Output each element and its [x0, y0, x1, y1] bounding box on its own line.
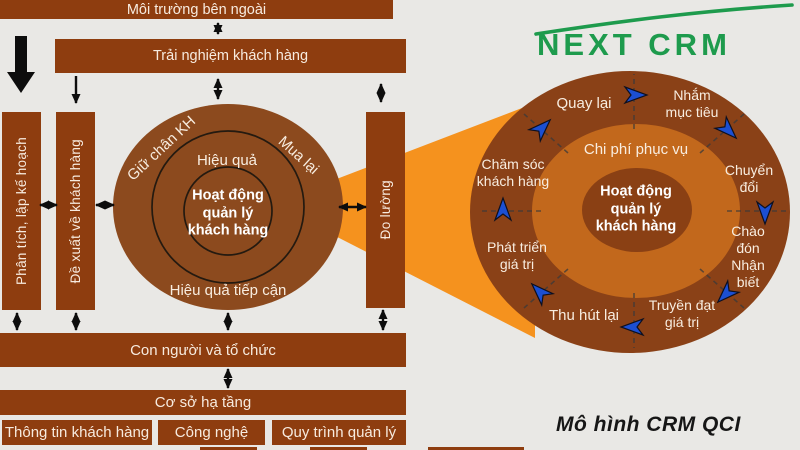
flow-dart-icon	[712, 114, 738, 140]
stage-thu-hut-lai: Thu hút lại	[548, 306, 620, 324]
stage-quay-lai: Quay lại	[556, 94, 612, 112]
logo-swoosh	[534, 3, 794, 36]
column-planning: Phân tích, lập kế hoạch	[2, 112, 41, 310]
cropped-strip	[200, 447, 257, 450]
box-customer-info: Thông tin khách hàng	[2, 420, 152, 445]
box-technology-label: Công nghệ	[174, 424, 249, 441]
right-wheel-cost-label: Chi phí phục vụ	[583, 140, 689, 158]
environment-bar-label: Môi trường bên ngoài	[126, 1, 267, 18]
flow-darts	[493, 85, 775, 337]
stage-chao-don: Chào đón Nhận biết	[731, 222, 765, 291]
environment-bar: Môi trường bên ngoài	[0, 0, 393, 19]
stage-phat-trien: Phát triển giá trị	[487, 238, 547, 272]
left-wheel-efficiency-label: Hiệu quả	[196, 151, 258, 169]
diagram-caption: Mô hình CRM QCI	[556, 413, 741, 436]
box-process-label: Quy trình quản lý	[281, 424, 397, 441]
thick-down-arrow	[7, 36, 35, 93]
column-proposition: Đề xuất về khách hàng	[56, 112, 95, 310]
stage-cham-soc: Chăm sóc khách hàng	[476, 155, 550, 189]
right-wheel-inner-circle	[582, 168, 692, 252]
left-wheel-ring-inner	[183, 166, 273, 256]
stage-chuyen-doi: Chuyển đổi	[724, 161, 774, 195]
infrastructure-bar: Cơ sở hạ tầng	[0, 390, 406, 415]
flow-dart-icon	[716, 278, 742, 304]
flow-dart-icon	[623, 85, 649, 105]
right-wheel-center-label: Hoạt động quản lý khách hàng	[595, 183, 677, 235]
experience-bar: Trải nghiệm khách hàng	[55, 39, 406, 73]
column-measurement: Đo lường	[366, 112, 405, 308]
box-technology: Công nghệ	[158, 420, 265, 445]
dashed-spokes	[479, 74, 789, 348]
left-wheel-reach-label: Hiệu quả tiếp cận	[169, 281, 287, 299]
people-org-bar: Con người và tổ chức	[0, 333, 406, 367]
left-wheel-circle	[113, 104, 343, 310]
magnifier-beam-triangle	[300, 103, 535, 338]
infrastructure-bar-label: Cơ sở hạ tầng	[154, 394, 252, 411]
flow-dart-icon	[526, 118, 552, 144]
stage-truyen-dat: Truyền đạt giá trị	[648, 296, 716, 330]
people-org-bar-label: Con người và tổ chức	[130, 341, 276, 359]
box-process: Quy trình quản lý	[272, 420, 406, 445]
left-wheel-ring-outer	[151, 130, 305, 284]
experience-bar-label: Trải nghiệm khách hàng	[152, 48, 309, 64]
flow-arrows	[12, 22, 388, 389]
flow-dart-icon	[493, 196, 513, 222]
flow-dart-icon	[755, 200, 775, 226]
left-wheel-center-label: Hoạt động quản lý khách hàng	[187, 187, 269, 239]
cropped-strip	[428, 447, 524, 450]
box-customer-info-label: Thông tin khách hàng	[4, 424, 150, 441]
nextcrm-logo: NEXT CRM	[537, 27, 731, 62]
flow-dart-icon	[530, 282, 556, 308]
stage-nham-muc-tieu: Nhắm mục tiêu	[665, 86, 719, 120]
flow-dart-icon	[619, 317, 645, 337]
cropped-strip	[310, 447, 367, 450]
